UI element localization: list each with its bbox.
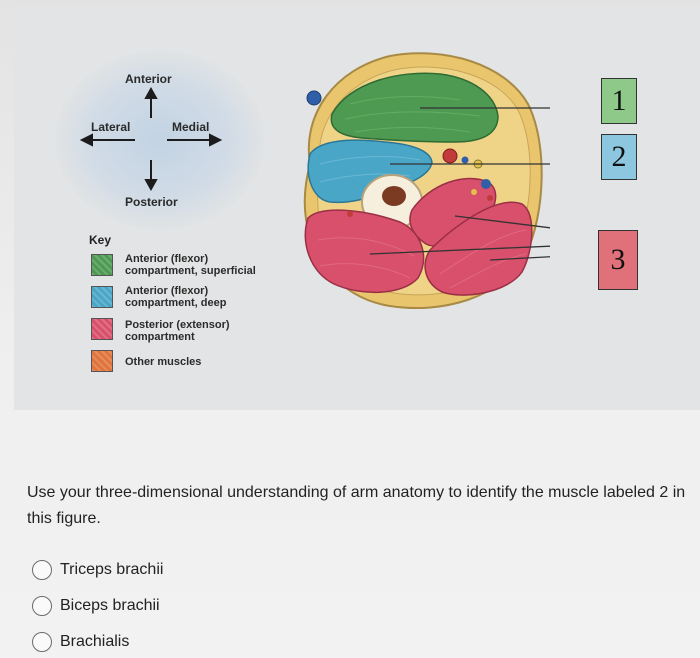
key-swatch-superficial-flexor: [91, 254, 113, 276]
label-box-3: 3: [598, 230, 638, 290]
key-item-line2: compartment, deep: [125, 296, 227, 309]
option-biceps-brachii[interactable]: Biceps brachii: [32, 594, 160, 618]
radio-icon[interactable]: [32, 632, 52, 652]
vein-2: [481, 179, 491, 189]
label-box-1: 1: [601, 78, 637, 124]
key-item-line1: Anterior (flexor): [125, 253, 209, 265]
key-title: Key: [89, 233, 112, 247]
key-item-line2: compartment, superficial: [125, 264, 256, 277]
key-swatch-extensor: [91, 318, 113, 340]
anterior-arrowhead-icon: [144, 86, 158, 99]
deep-flexor-muscle: [307, 139, 433, 204]
posterior-arrowhead-icon: [144, 179, 158, 192]
option-triceps-brachii[interactable]: Triceps brachii: [32, 558, 163, 582]
cephalic-vein: [306, 90, 322, 106]
bone-marrow: [382, 186, 406, 206]
key-item-other: Other muscles: [125, 356, 295, 369]
medial-arrowhead-icon: [209, 133, 223, 147]
key-item-line2: compartment: [125, 330, 195, 343]
key-swatch-deep-flexor: [91, 286, 113, 308]
question-text: Use your three-dimensional understanding…: [27, 484, 686, 527]
radio-icon[interactable]: [32, 596, 52, 616]
posterior-label: Posterior: [125, 195, 178, 209]
artery: [442, 148, 458, 164]
leader-line-3a: [454, 215, 550, 229]
nerve-2: [471, 189, 477, 195]
lateral-arrowhead-icon: [79, 133, 93, 147]
artery-3: [347, 211, 353, 217]
key-item-line1: Anterior (flexor): [125, 285, 209, 297]
option-label: Triceps brachii: [60, 561, 164, 578]
leader-line-3b: [369, 245, 550, 255]
lateral-label: Lateral: [91, 120, 131, 134]
option-label: Biceps brachii: [60, 597, 160, 614]
vein: [461, 156, 469, 164]
compass-arrows: [79, 86, 223, 192]
option-label: Brachialis: [60, 633, 130, 650]
arm-cross-section: [303, 52, 550, 310]
key-item-deep-flexor: Anterior (flexor) compartment, deep: [125, 285, 295, 309]
anterior-label: Anterior: [125, 72, 172, 86]
leader-line-3c: [489, 256, 550, 261]
medial-label: Medial: [172, 120, 210, 134]
option-brachialis[interactable]: Brachialis: [32, 630, 129, 654]
key-swatch-other: [91, 350, 113, 372]
key-item-extensor: Posterior (extensor) compartment: [125, 319, 295, 343]
key-item-line1: Other muscles: [125, 356, 202, 368]
superficial-flexor-muscle: [330, 72, 499, 143]
key-item-line1: Posterior (extensor): [125, 319, 230, 331]
label-box-2: 2: [601, 134, 637, 180]
artery-2: [487, 195, 493, 201]
key-item-superficial-flexor: Anterior (flexor) compartment, superfici…: [125, 253, 295, 277]
radio-icon[interactable]: [32, 560, 52, 580]
